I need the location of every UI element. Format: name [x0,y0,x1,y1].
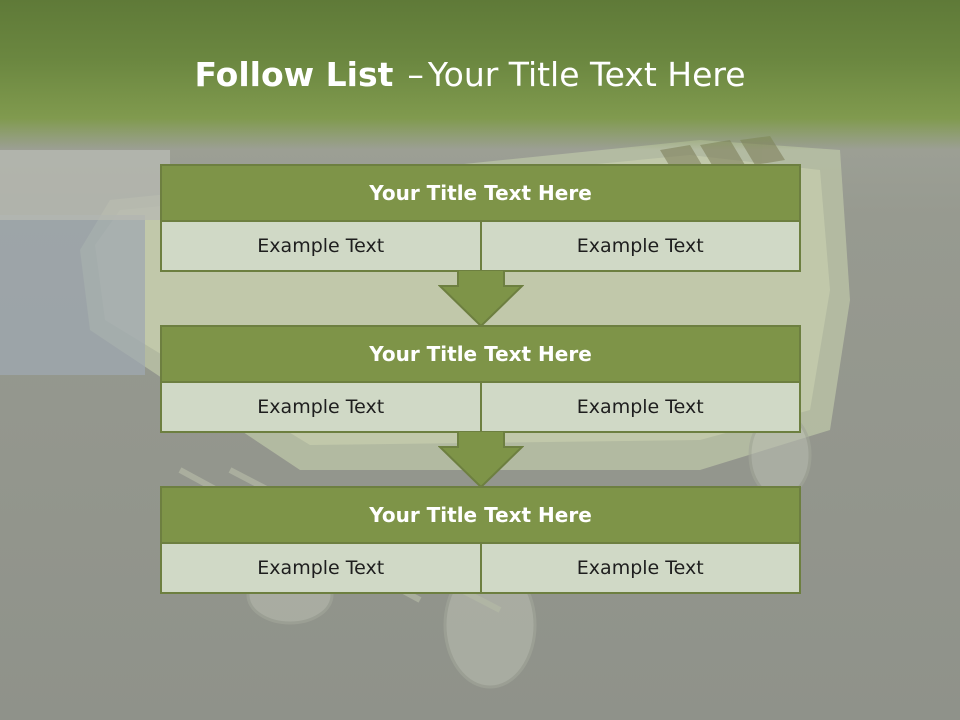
block-title[interactable]: Your Title Text Here [160,164,801,222]
example-text-left[interactable]: Example Text [160,222,482,272]
block-row: Example Text Example Text [160,544,801,594]
block-title[interactable]: Your Title Text Here [160,486,801,544]
list-block-3: Your Title Text Here Example Text Exampl… [160,486,801,594]
example-text-right[interactable]: Example Text [481,544,801,594]
header-band [0,0,960,150]
title-rest: Your Title Text Here [427,55,746,94]
example-text-right[interactable]: Example Text [481,222,801,272]
slide-title: Follow List–Your Title Text Here [0,52,940,98]
list-block-2: Your Title Text Here Example Text Exampl… [160,325,801,433]
title-dash: – [407,55,424,94]
example-text-left[interactable]: Example Text [160,383,482,433]
block-row: Example Text Example Text [160,383,801,433]
list-block-1: Your Title Text Here Example Text Exampl… [160,164,801,272]
example-text-left[interactable]: Example Text [160,544,482,594]
title-bold: Follow List [194,55,394,94]
block-row: Example Text Example Text [160,222,801,272]
down-arrow-icon [438,431,524,489]
example-text-right[interactable]: Example Text [481,383,801,433]
block-title[interactable]: Your Title Text Here [160,325,801,383]
down-arrow-icon [438,270,524,328]
